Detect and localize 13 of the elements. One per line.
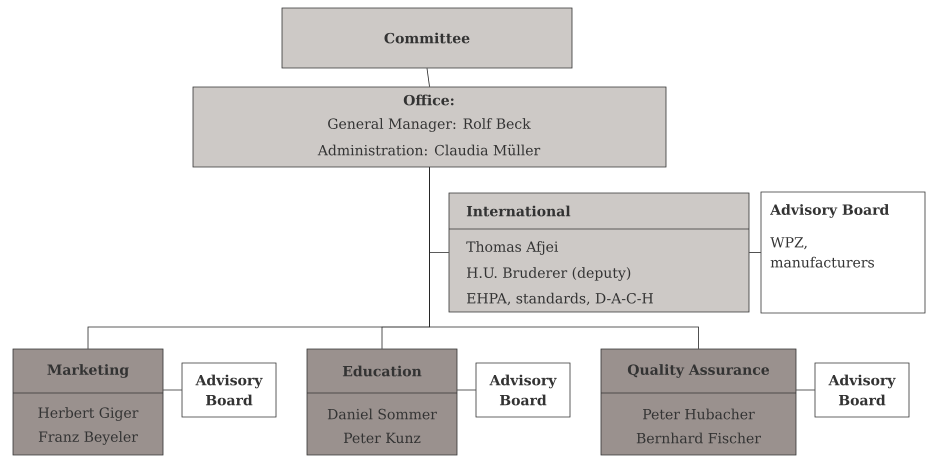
advisory-box: Advisory Board WPZ, manufacturers — [760, 192, 926, 314]
office-box: Office: General Manager: Rolf Beck Administration: Claudia Müller — [192, 86, 666, 168]
advisory-box: Advisory Board — [476, 362, 570, 418]
advisory-box: Advisory Board — [182, 362, 276, 418]
department-box: Education Daniel Sommer Peter Kunz — [306, 348, 458, 456]
department-box: Quality Assurance Peter Hubacher Bernhard Fischer — [600, 348, 796, 456]
committee-box: Committee — [282, 8, 572, 68]
connector-line — [426, 68, 430, 87]
connector-line — [429, 167, 699, 349]
department-box: International Thomas Afjei H.U. Bruderer (deputy) EHPA, standards, D-A-C-H — [448, 192, 750, 312]
department-box: Marketing Herbert Giger Franz Beyeler — [12, 348, 164, 456]
advisory-box: Advisory Board — [814, 362, 910, 418]
connector-line — [749, 252, 761, 253]
